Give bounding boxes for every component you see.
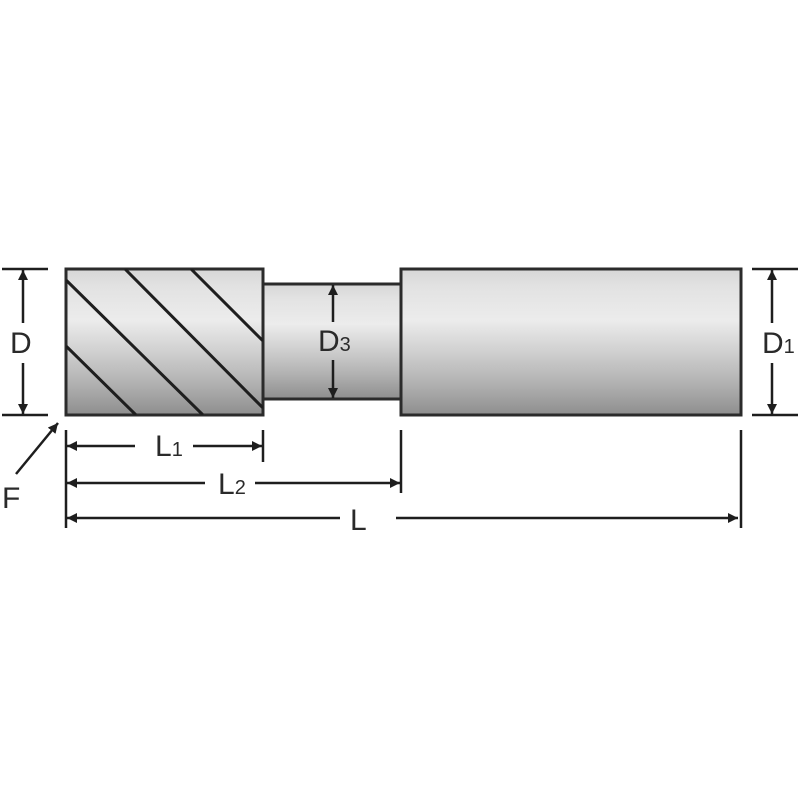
dimension-d: D <box>2 267 48 417</box>
shank <box>399 267 743 417</box>
dimension-d1: D1 <box>752 267 798 417</box>
dimension-l1: L1 <box>67 430 262 463</box>
label-l1: L1 <box>155 430 183 463</box>
dimension-d3: D3 <box>318 285 351 398</box>
label-d1: D1 <box>762 327 795 360</box>
label-d: D <box>10 327 32 360</box>
extension-lines <box>64 430 743 528</box>
callout-f: F <box>2 422 59 515</box>
label-l: L <box>350 504 367 537</box>
label-l2: L2 <box>218 468 246 501</box>
label-d3: D3 <box>318 325 351 358</box>
label-f: F <box>2 482 20 515</box>
dimension-l2: L2 <box>67 468 400 501</box>
dimension-l: L <box>67 504 738 537</box>
cutting-head <box>64 267 265 417</box>
flute-lines <box>66 269 263 415</box>
